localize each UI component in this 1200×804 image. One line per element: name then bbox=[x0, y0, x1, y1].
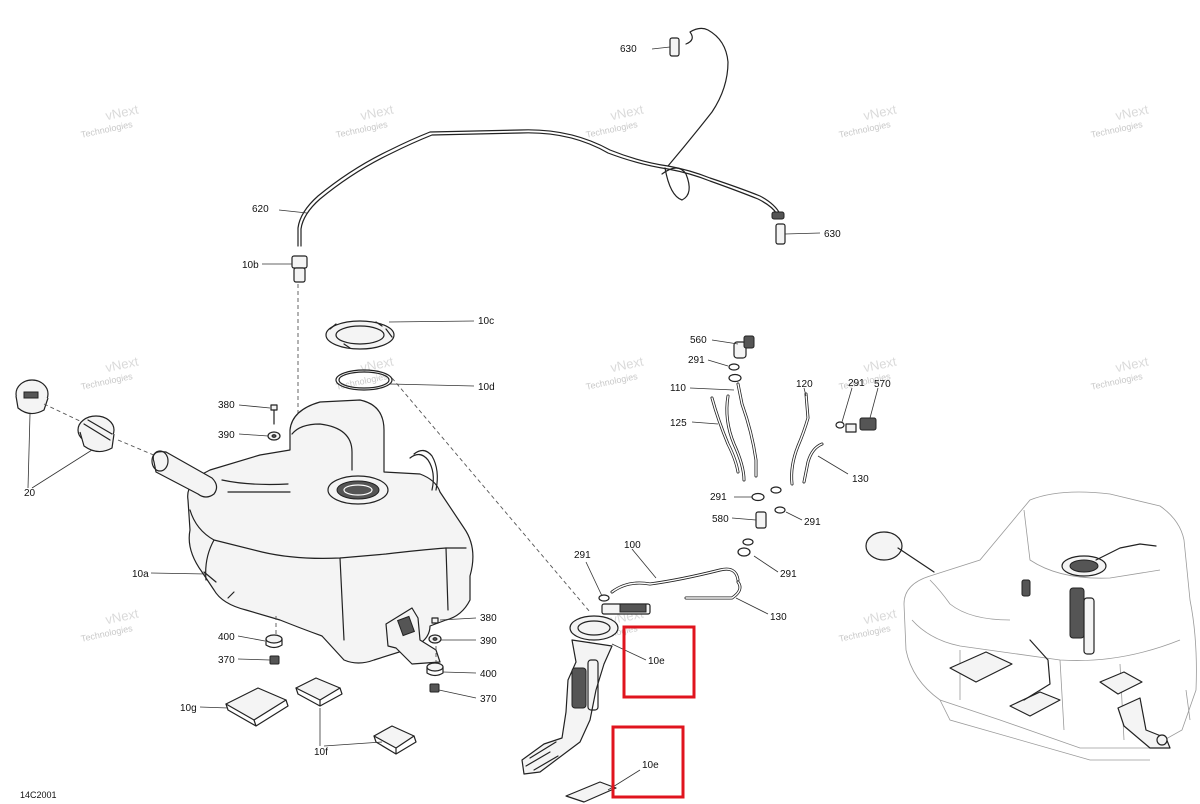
highlight-box-pad bbox=[611, 725, 685, 799]
hose-130-upper[interactable] bbox=[802, 442, 849, 484]
lock-ring-10c[interactable] bbox=[325, 320, 475, 350]
callout-10g: 10g bbox=[180, 703, 197, 714]
callout-291-c: 291 bbox=[710, 492, 727, 503]
callout-10e-pump: 10e bbox=[648, 656, 665, 667]
callout-630-right: 630 bbox=[824, 229, 841, 240]
elbow-560[interactable] bbox=[711, 335, 755, 359]
clamp-291-e[interactable] bbox=[585, 561, 610, 602]
pad-10f-b[interactable] bbox=[373, 725, 417, 755]
callout-10c: 10c bbox=[478, 316, 494, 327]
watermark-logo-text: vNext bbox=[1114, 354, 1150, 376]
fuel-tank-10a[interactable] bbox=[150, 399, 474, 665]
callout-400-right: 400 bbox=[480, 669, 497, 680]
spacer-400-right[interactable] bbox=[426, 662, 477, 677]
callout-130-upper: 130 bbox=[852, 474, 869, 485]
nut-370-left[interactable] bbox=[237, 655, 280, 665]
fuel-pump-10e[interactable] bbox=[521, 603, 651, 775]
hose-110[interactable] bbox=[689, 382, 758, 482]
watermark-logo-text: vNext bbox=[104, 102, 140, 124]
clamp-291-c[interactable] bbox=[734, 492, 765, 502]
screw-380-right[interactable] bbox=[431, 617, 477, 624]
callout-20: 20 bbox=[24, 488, 36, 499]
watermark-logo-text: vNext bbox=[862, 606, 898, 628]
nut-370-right[interactable] bbox=[429, 683, 477, 699]
watermark-logo-text: vNext bbox=[104, 354, 140, 376]
highlight-box-pump bbox=[622, 625, 696, 699]
washer-390-right[interactable] bbox=[428, 634, 476, 644]
callout-120: 120 bbox=[796, 379, 813, 390]
hose-120[interactable] bbox=[790, 387, 810, 486]
watermark-logo-text: vNext bbox=[862, 102, 898, 124]
callout-10f: 10f bbox=[314, 747, 328, 758]
washer-390-left[interactable] bbox=[238, 431, 281, 441]
callout-125: 125 bbox=[670, 418, 687, 429]
gas-cap-20[interactable] bbox=[15, 379, 157, 489]
connector-580[interactable] bbox=[731, 511, 767, 529]
connector-630-top[interactable] bbox=[651, 37, 680, 57]
callout-10d: 10d bbox=[478, 382, 495, 393]
vent-grommet[interactable] bbox=[409, 453, 434, 491]
clamp-291-mid-right[interactable] bbox=[835, 387, 853, 429]
callout-560: 560 bbox=[690, 335, 707, 346]
diagram-code: 14C2001 bbox=[20, 790, 57, 800]
watermark-logo-text: vNext bbox=[609, 354, 645, 376]
callout-380-right: 380 bbox=[480, 613, 497, 624]
callout-110: 110 bbox=[670, 383, 686, 394]
callout-580: 580 bbox=[712, 514, 729, 525]
callout-291-d: 291 bbox=[804, 517, 821, 528]
callout-10e-pad: 10e bbox=[642, 760, 659, 771]
watermark-logo-text: vNext bbox=[1114, 102, 1150, 124]
callout-390-left: 390 bbox=[218, 430, 235, 441]
hose-125[interactable] bbox=[691, 396, 740, 474]
callout-100: 100 bbox=[624, 540, 641, 551]
callout-620: 620 bbox=[252, 204, 269, 215]
callout-630-top: 630 bbox=[620, 44, 637, 55]
clamp-291-right[interactable] bbox=[770, 486, 803, 521]
callout-291-e: 291 bbox=[574, 550, 591, 561]
callout-570: 570 bbox=[874, 379, 891, 390]
clamp-291-top[interactable] bbox=[707, 359, 742, 383]
callout-390-right: 390 bbox=[480, 636, 497, 647]
assembled-view bbox=[865, 491, 1197, 761]
callout-291-f: 291 bbox=[780, 569, 797, 580]
vent-hose-620[interactable] bbox=[297, 27, 781, 247]
install-line-pump bbox=[391, 377, 591, 613]
clamp-291-d[interactable] bbox=[737, 538, 779, 573]
callout-291-a: 291 bbox=[688, 355, 705, 366]
callout-380-left: 380 bbox=[218, 400, 235, 411]
watermark-logo-text: vNext bbox=[609, 102, 645, 124]
hose-130-lower[interactable] bbox=[684, 580, 769, 615]
watermark-logo-text: vNext bbox=[359, 102, 395, 124]
pad-10g[interactable] bbox=[199, 687, 289, 727]
callout-370-right: 370 bbox=[480, 694, 497, 705]
pad-10f-a[interactable] bbox=[295, 677, 343, 707]
callout-370-left: 370 bbox=[218, 655, 235, 666]
callout-291-b: 291 bbox=[848, 378, 865, 389]
hose-100[interactable] bbox=[610, 548, 740, 594]
watermark-logo-text: vNext bbox=[862, 354, 898, 376]
vent-valve-10b[interactable] bbox=[262, 209, 308, 283]
callout-130-lower: 130 bbox=[770, 612, 787, 623]
watermark-logo-text: vNext bbox=[104, 606, 140, 628]
spacer-400-left[interactable] bbox=[237, 634, 283, 649]
callout-10b: 10b bbox=[242, 260, 259, 271]
connector-630-right[interactable] bbox=[771, 211, 821, 245]
connector-570[interactable] bbox=[845, 387, 879, 433]
callout-10a: 10a bbox=[132, 569, 149, 580]
callout-400-left: 400 bbox=[218, 632, 235, 643]
screw-380-left[interactable] bbox=[238, 404, 278, 425]
seal-10d[interactable] bbox=[335, 369, 475, 391]
